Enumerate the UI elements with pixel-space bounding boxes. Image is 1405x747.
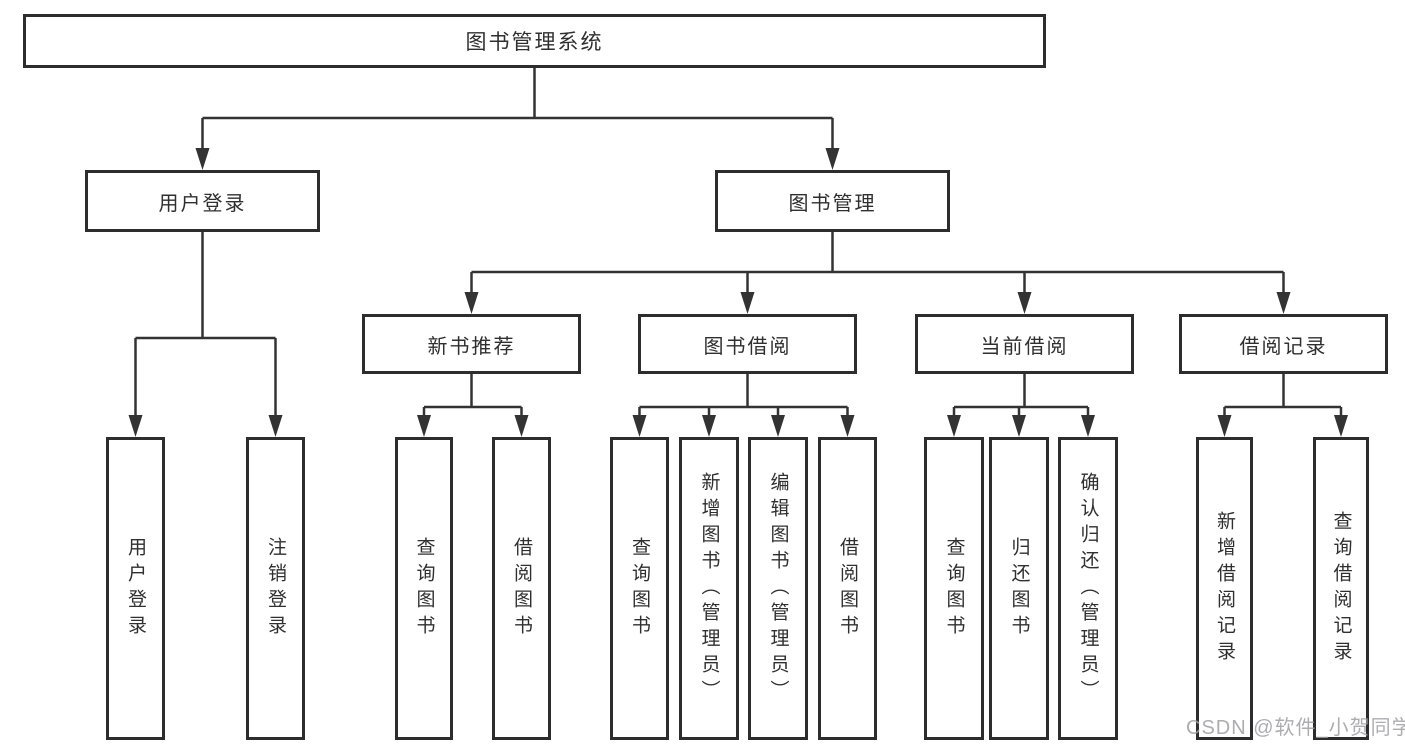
node-label: 借阅图书 (837, 536, 858, 641)
node-label: 借阅记录 (1239, 335, 1328, 358)
connector-book-borrow-to-leaves (638, 374, 849, 419)
node-label: 注销登录 (265, 536, 286, 641)
node-label: 编辑图书（管理员） (767, 471, 789, 706)
node-label: 图书借阅 (703, 335, 792, 358)
node-leaf-return-book: 归还图书 (989, 437, 1049, 740)
node-label: 新书推荐 (427, 335, 516, 358)
node-label: 借阅图书 (511, 536, 532, 641)
node-leaf-query-books-borrow: 查询图书 (610, 437, 669, 740)
node-label: 新增图书（管理员） (698, 471, 720, 706)
node-leaf-query-books-recommend: 查询图书 (395, 437, 453, 740)
node-label: 确认归还（管理员） (1077, 471, 1099, 706)
node-leaf-logout: 注销登录 (246, 437, 305, 740)
node-label: 查询图书 (629, 536, 650, 641)
node-leaf-edit-book-admin: 编辑图书（管理员） (748, 437, 808, 740)
connector-current-borrow-to-leaves (952, 374, 1090, 419)
node-user-login: 用户登录 (85, 170, 320, 232)
node-leaf-add-book-admin: 新增图书（管理员） (679, 437, 739, 740)
node-leaf-borrow-books: 借阅图书 (818, 437, 877, 740)
connector-book-management-to-level2 (470, 232, 1285, 296)
node-leaf-add-borrow-record: 新增借阅记录 (1196, 437, 1253, 740)
connector-user-login-to-leaves (134, 232, 277, 419)
node-label: 新增借阅记录 (1214, 510, 1235, 667)
node-leaf-confirm-return-admin: 确认归还（管理员） (1058, 437, 1118, 740)
node-label: 归还图书 (1008, 536, 1030, 641)
node-borrow-records: 借阅记录 (1179, 314, 1388, 374)
node-label: 查询图书 (413, 536, 435, 641)
node-leaf-user-login: 用户登录 (106, 437, 165, 740)
node-book-borrow: 图书借阅 (638, 314, 857, 374)
node-label: 图书管理系统 (465, 31, 604, 54)
node-leaf-query-books-current: 查询图书 (924, 437, 984, 740)
node-label: 查询图书 (943, 536, 965, 641)
connector-borrow-records-to-leaves (1223, 374, 1343, 419)
node-label: 查询借阅记录 (1330, 510, 1352, 667)
node-library-management-system: 图书管理系统 (23, 14, 1046, 68)
node-leaf-query-borrow-record: 查询借阅记录 (1313, 437, 1369, 740)
csdn-watermark: CSDN @软件_小贺同学 (1186, 717, 1405, 739)
connector-root-to-level1 (201, 68, 834, 152)
node-current-borrow: 当前借阅 (915, 314, 1134, 374)
connector-new-book-recommend-to-leaves (422, 374, 523, 419)
node-label: 当前借阅 (980, 335, 1069, 358)
node-label: 图书管理 (788, 192, 877, 215)
node-label: 用户登录 (158, 192, 247, 215)
node-label: 用户登录 (125, 536, 146, 641)
node-book-management: 图书管理 (715, 170, 950, 232)
node-new-book-recommend: 新书推荐 (362, 314, 581, 374)
node-leaf-borrow-books-recommend: 借阅图书 (492, 437, 551, 740)
